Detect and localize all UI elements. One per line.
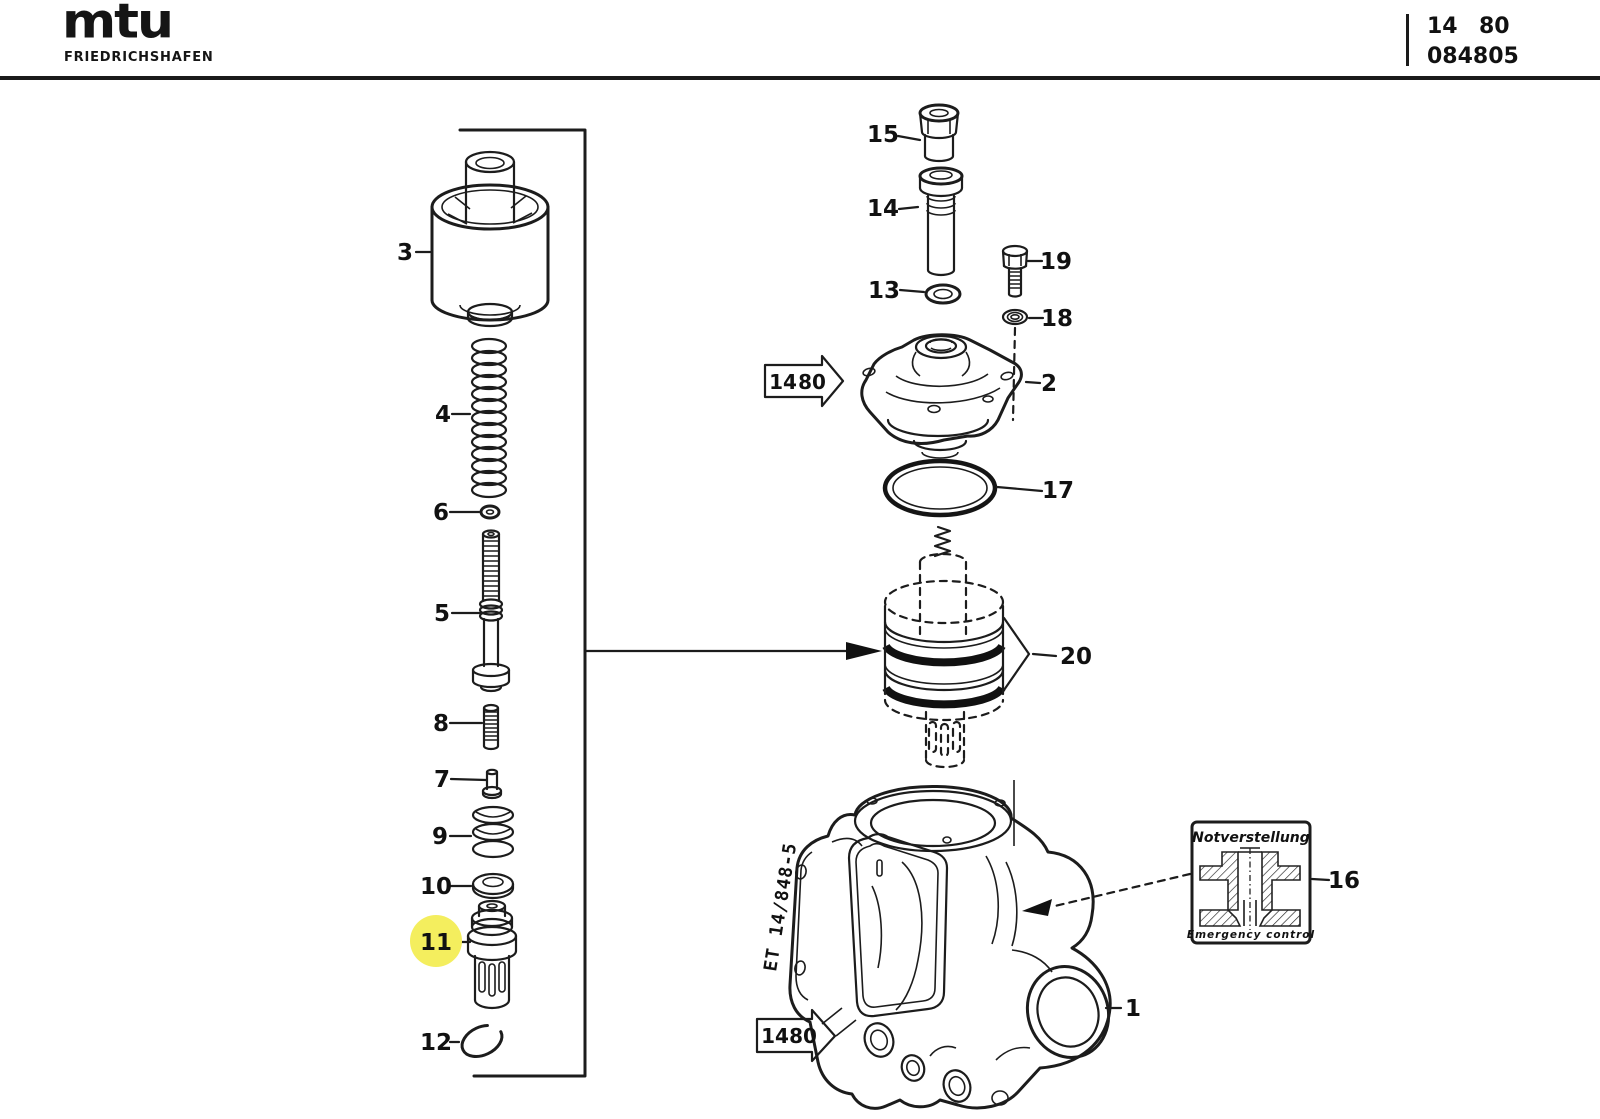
part-7-drawing xyxy=(481,768,503,800)
part-5-drawing xyxy=(471,529,511,693)
part-13-drawing xyxy=(924,283,962,305)
callout-8: 8 xyxy=(433,711,449,737)
part-11-drawing xyxy=(466,899,518,1010)
ref-arrow-bottom-subgroup: 80 xyxy=(789,1024,817,1048)
part-8-drawing xyxy=(482,703,500,751)
ref-arrow-top-group: 14 xyxy=(769,370,797,394)
callout-20: 20 xyxy=(1060,644,1092,670)
inset-16: Notverstellung Emergency control xyxy=(1022,820,1315,945)
inset-leader-dashed xyxy=(1053,872,1192,908)
callout-9: 9 xyxy=(432,824,448,850)
part-4-drawing xyxy=(470,337,508,499)
document-number: 084805 xyxy=(1427,44,1519,69)
part-1-drawing xyxy=(788,784,1112,1110)
header-divider xyxy=(1406,14,1409,66)
part-2-drawing xyxy=(860,333,1023,459)
callout-6: 6 xyxy=(433,500,449,526)
part-19-drawing xyxy=(1001,244,1029,298)
part-17-drawing xyxy=(882,458,998,518)
callout-11: 11 xyxy=(420,930,452,956)
callout-leaders xyxy=(414,134,1331,1044)
part-12-drawing xyxy=(460,1024,504,1058)
callout-16: 16 xyxy=(1328,868,1360,894)
highlight-part-11 xyxy=(410,915,462,967)
part-14-drawing xyxy=(918,166,964,277)
callout-18: 18 xyxy=(1041,306,1073,332)
sheet-group-number: 14 xyxy=(1427,14,1458,39)
callout-14: 14 xyxy=(867,196,899,222)
callout-13: 13 xyxy=(868,278,900,304)
page-header: mtu FRIEDRICHSHAFEN 14 80 084805 xyxy=(0,0,1600,80)
callout-15: 15 xyxy=(867,122,899,148)
part-15-drawing xyxy=(918,103,960,163)
inset-title-en: Emergency control xyxy=(1187,929,1315,941)
callout-2: 2 xyxy=(1041,371,1057,397)
ref-arrow-top: 14 80 xyxy=(763,354,845,408)
mtu-logo: mtu xyxy=(62,0,174,50)
ref-arrow-bottom-group: 14 xyxy=(761,1024,789,1048)
mtu-logo-subtitle: FRIEDRICHSHAFEN xyxy=(64,50,214,65)
part-6-drawing xyxy=(479,504,501,520)
callout-19: 19 xyxy=(1040,249,1072,275)
bracket-arrowhead xyxy=(846,642,882,660)
inset-section-drawing xyxy=(1199,847,1301,930)
callout-4: 4 xyxy=(435,402,451,428)
callout-5: 5 xyxy=(434,601,450,627)
part-10-drawing xyxy=(471,872,515,900)
callout-1: 1 xyxy=(1125,996,1141,1022)
callout-10: 10 xyxy=(420,874,452,900)
part-3-drawing xyxy=(430,150,550,328)
ref-arrow-bottom: 14 80 xyxy=(755,1008,837,1063)
callout-12: 12 xyxy=(420,1030,452,1056)
parts-bracket xyxy=(458,128,882,1078)
callout-3: 3 xyxy=(397,240,413,266)
callout-17: 17 xyxy=(1042,478,1074,504)
ref-arrow-top-subgroup: 80 xyxy=(798,370,826,394)
part-18-drawing xyxy=(1001,308,1029,422)
part-9-drawing xyxy=(471,805,515,859)
header-rule xyxy=(0,76,1600,80)
callout-7: 7 xyxy=(434,767,450,793)
sheet-subgroup-number: 80 xyxy=(1479,14,1510,39)
inset-title-de: Notverstellung xyxy=(1192,830,1310,846)
inset-leader-arrowhead xyxy=(1022,899,1052,916)
part-20-drawing xyxy=(882,525,1031,769)
